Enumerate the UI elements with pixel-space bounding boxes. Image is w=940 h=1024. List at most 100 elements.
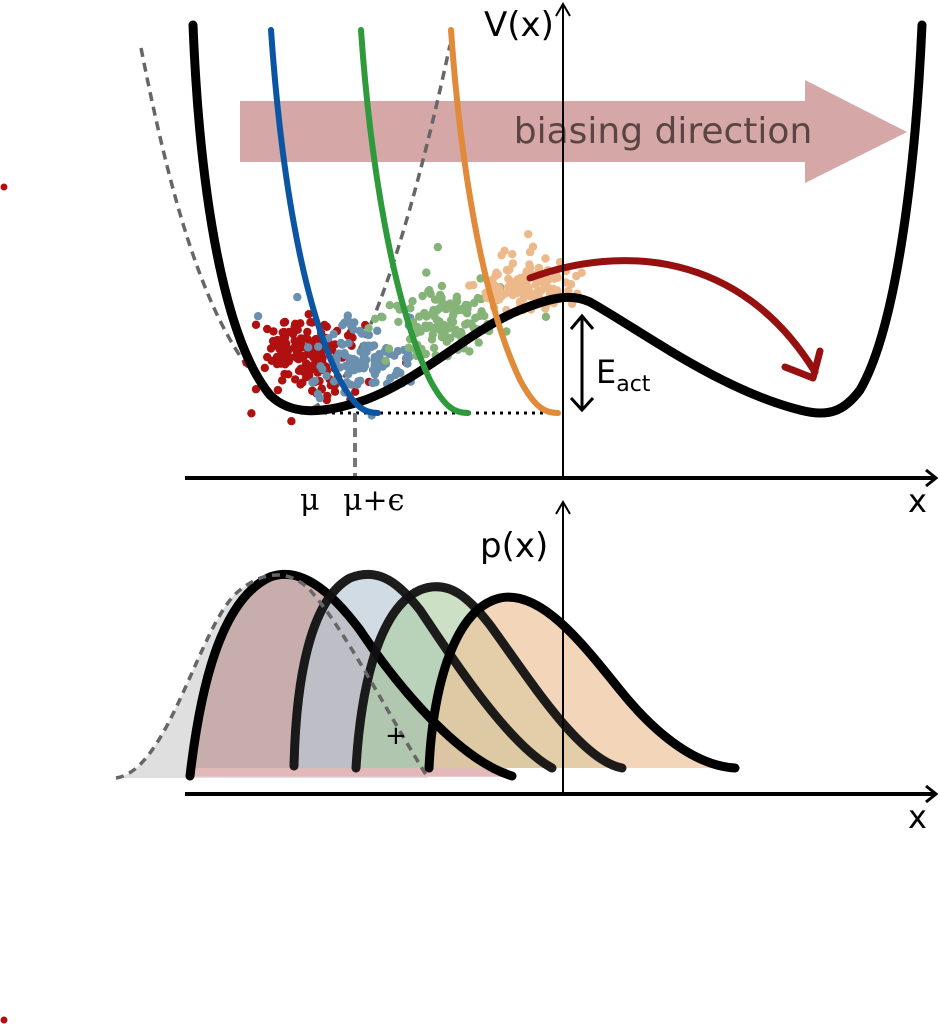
biasing-direction-label: biasing direction [514, 111, 813, 152]
sample-point [524, 230, 533, 239]
sample-point [303, 343, 313, 352]
sample-point [269, 327, 278, 336]
tick-label-mu: μ [300, 483, 320, 518]
sample-point [368, 365, 378, 375]
top-y-axis-arrowhead [555, 2, 571, 17]
sample-point [318, 364, 327, 374]
sample-point [461, 320, 470, 329]
sample-point [359, 347, 369, 356]
sample-point [351, 387, 360, 396]
sample-point [263, 324, 272, 334]
distribution-4-outline [424, 592, 740, 773]
sample-point [426, 289, 435, 299]
sample-point [493, 270, 502, 279]
margin-dot-bottom [0, 1016, 8, 1024]
sample-point [541, 312, 551, 321]
sample-point [553, 273, 562, 282]
sample-point [528, 242, 538, 251]
sample-point [273, 335, 282, 345]
sample-point [344, 339, 353, 348]
sample-point [477, 307, 486, 316]
sample-point [393, 301, 402, 310]
sample-point [291, 375, 300, 384]
sample-point [322, 371, 331, 381]
sample-point [303, 327, 312, 337]
sample-point [304, 310, 313, 319]
sample-point [329, 329, 338, 339]
sample-point [471, 313, 480, 323]
sample-point [515, 281, 524, 291]
sample-point [292, 349, 302, 358]
sample-point [404, 343, 413, 352]
sample-point [508, 259, 518, 268]
sample-point [515, 297, 525, 306]
biasing-direction-arrow [240, 80, 907, 183]
top-y-axis-label: V(x) [484, 5, 554, 45]
sample-point [463, 301, 473, 310]
sample-point [448, 317, 458, 327]
sample-point [442, 324, 451, 333]
sample-point [531, 280, 540, 289]
transition-arrowhead [781, 347, 824, 382]
sample-point [247, 409, 256, 418]
sample-point [293, 292, 302, 302]
base-strip [187, 768, 507, 777]
sample-point [251, 320, 261, 329]
sample-point [330, 387, 340, 396]
sample-point [429, 343, 439, 353]
sample-point [422, 268, 431, 277]
top-x-axis-arrowhead [925, 468, 939, 488]
probability-distributions [115, 569, 740, 781]
sample-point [408, 297, 417, 306]
sample-point [267, 356, 276, 365]
reference-gaussian-dashed [115, 573, 430, 780]
sample-point [508, 250, 517, 259]
bottom-y-axis-label: p(x) [480, 526, 548, 566]
sample-point [343, 315, 352, 324]
sample-point [386, 373, 395, 383]
sample-point [280, 369, 289, 379]
transition-arrow [526, 257, 819, 376]
sample-point [372, 354, 381, 363]
bias-potential-green [358, 27, 471, 416]
sample-point [305, 371, 314, 380]
sample-point [537, 286, 546, 295]
sample-point [406, 304, 415, 313]
sample-cloud-orange [465, 230, 586, 326]
sample-point [470, 298, 479, 308]
sample-point [488, 275, 497, 285]
sample-point [385, 301, 394, 310]
sample-point [273, 385, 283, 395]
sample-point [278, 328, 287, 337]
sample-point [451, 303, 460, 313]
sample-point [278, 376, 287, 385]
bias-potential-orange [448, 27, 561, 416]
sample-point [350, 318, 359, 327]
sample-point [296, 319, 305, 328]
sample-point [577, 268, 586, 277]
distribution-2-outline [289, 569, 557, 773]
sample-point [415, 312, 424, 321]
sample-point [418, 291, 427, 301]
sample-point [427, 335, 437, 344]
sample-point [432, 306, 441, 315]
sample-point [266, 344, 276, 353]
bottom-y-axis-arrowhead [555, 500, 571, 515]
activation-energy-label: Eact [596, 353, 651, 397]
sample-point [437, 281, 447, 291]
sample-point [357, 328, 366, 338]
margin-dot-top [0, 183, 8, 191]
sample-point [421, 349, 430, 359]
sample-point [378, 313, 387, 322]
sample-point [492, 290, 501, 299]
bottom-x-axis-label: x [908, 798, 927, 836]
sample-point [404, 353, 414, 362]
sample-point [313, 389, 323, 399]
sample-point [403, 359, 412, 368]
sample-point [312, 334, 321, 344]
sample-point [366, 341, 375, 351]
sample-point [306, 318, 315, 327]
sample-point [356, 376, 365, 385]
sample-point [276, 359, 286, 368]
